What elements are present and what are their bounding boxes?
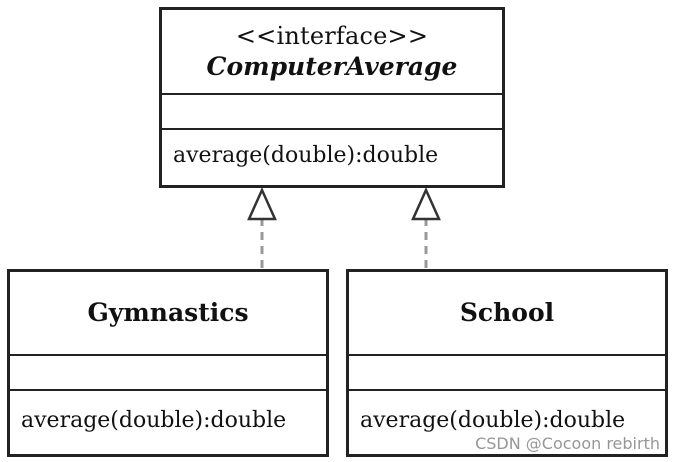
gymnastics-attributes-section [10, 354, 326, 389]
gymnastics-name-section: Gymnastics [10, 272, 326, 354]
school-realization-connector [411, 186, 441, 269]
interface-name-section: <<interface>> ComputerAverage [162, 10, 502, 93]
gymnastics-methods-section: average(double):double [10, 389, 326, 454]
gymnastics-hollow-triangle-arrowhead [247, 186, 277, 221]
interface-name: ComputerAverage [206, 51, 458, 81]
school-class-box: School average(double):double [346, 269, 668, 457]
school-class-name: School [459, 298, 555, 327]
school-attributes-section [349, 354, 665, 389]
school-hollow-triangle-arrowhead [411, 186, 441, 221]
watermark-text: CSDN @Cocoon rebirth [473, 434, 662, 453]
interface-class-box: <<interface>> ComputerAverage average(do… [159, 7, 505, 188]
gymnastics-realization-connector [247, 186, 277, 269]
school-method: average(double):double [360, 408, 626, 433]
gymnastics-class-box: Gymnastics average(double):double [7, 269, 329, 457]
school-name-section: School [349, 272, 665, 354]
interface-methods-section: average(double):double [162, 128, 502, 185]
gymnastics-class-name: Gymnastics [87, 298, 249, 327]
interface-attributes-section [162, 93, 502, 128]
gymnastics-method: average(double):double [21, 408, 287, 433]
interface-method: average(double):double [173, 143, 439, 168]
school-methods-section: average(double):double [349, 389, 665, 454]
interface-stereotype: <<interface>> [235, 21, 429, 50]
